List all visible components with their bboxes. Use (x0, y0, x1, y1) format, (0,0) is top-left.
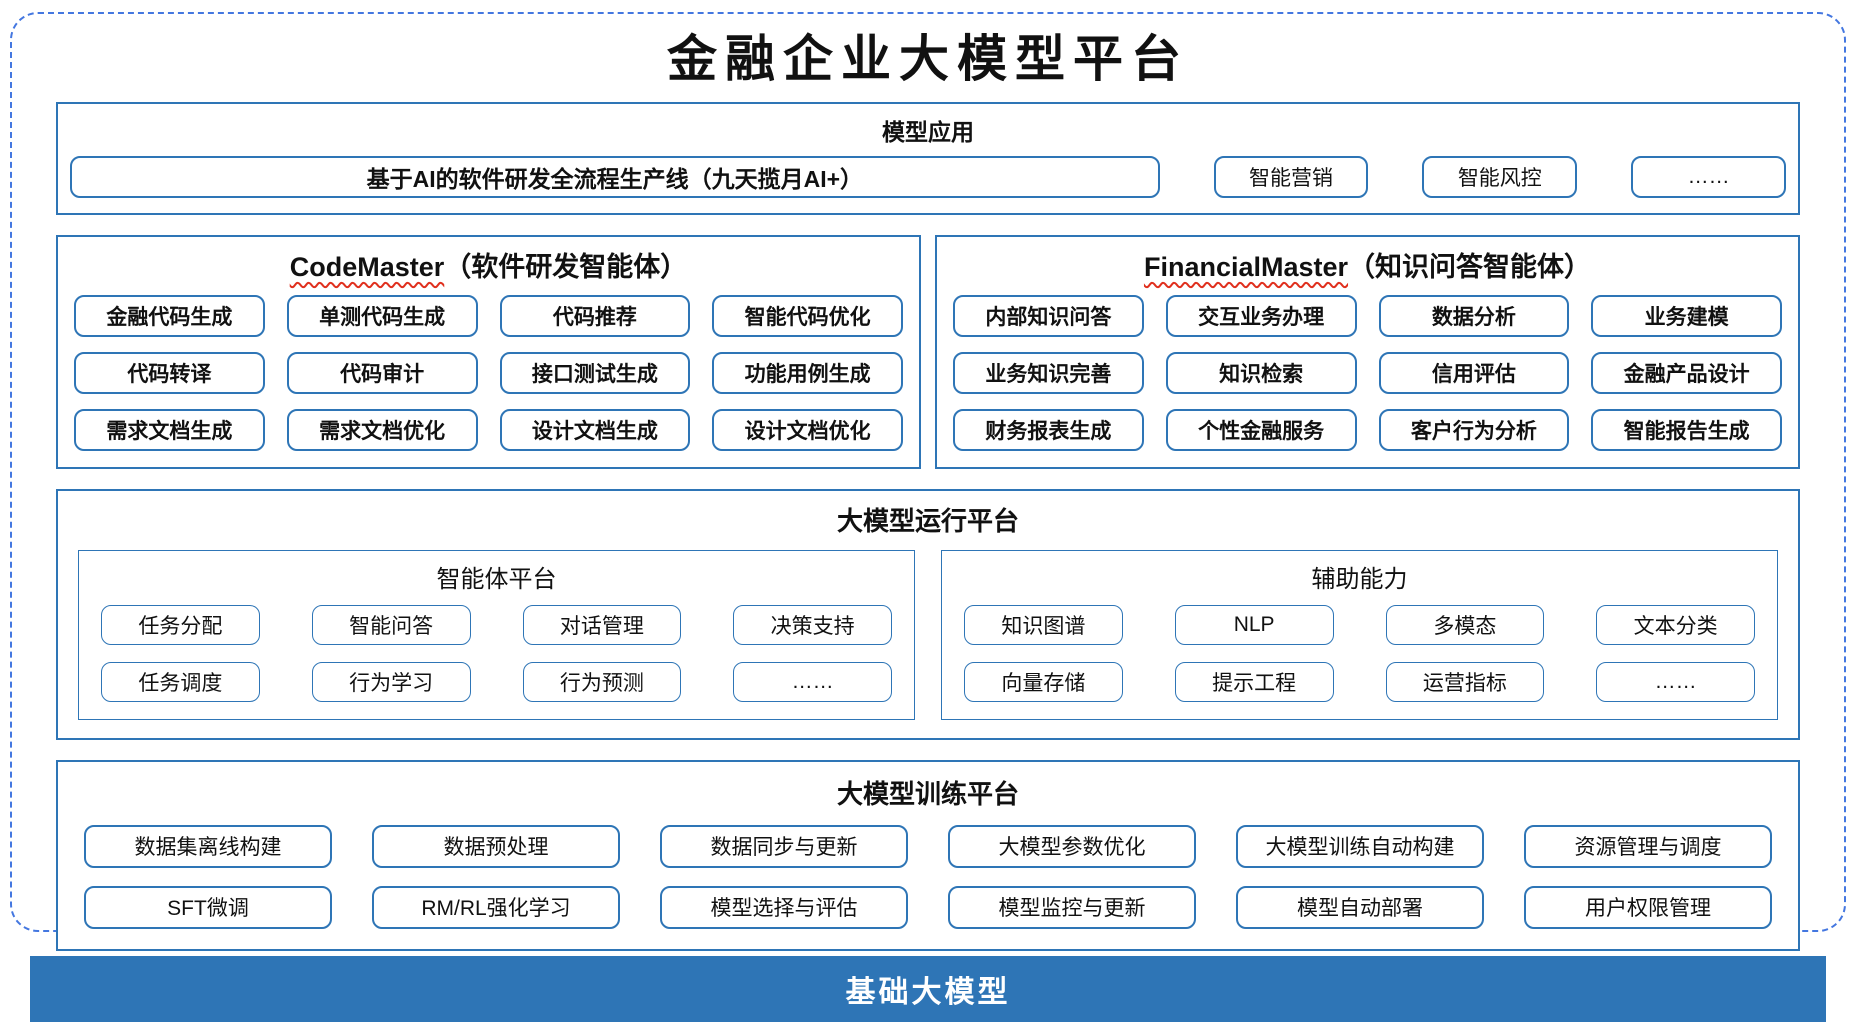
training-platform-item: 数据集离线构建 (84, 824, 332, 868)
agent-platform-item: …… (733, 661, 892, 702)
financialmaster-item: 知识检索 (1165, 351, 1357, 394)
foundation-model-bar: 基础大模型 (30, 956, 1826, 1022)
financialmaster-item: 财务报表生成 (953, 408, 1144, 451)
codemaster-item: 代码推荐 (499, 294, 691, 337)
aux-capability-item: 多模态 (1385, 604, 1545, 645)
financialmaster-item: 交互业务办理 (1165, 294, 1357, 337)
financialmaster-item: 业务知识完善 (953, 351, 1144, 394)
financialmaster-title-en: FinancialMaster (1143, 251, 1349, 282)
financialmaster-item: 智能报告生成 (1591, 408, 1782, 451)
codemaster-grid: 金融代码生成 单测代码生成 代码推荐 智能代码优化 代码转译 代码审计 接口测试… (74, 294, 903, 451)
codemaster-title-en: CodeMaster (289, 251, 445, 282)
aux-capability-item: 提示工程 (1174, 661, 1334, 702)
codemaster-item: 代码转译 (74, 351, 265, 394)
foundation-model-label: 基础大模型 (845, 976, 1011, 1009)
training-platform-item: SFT微调 (84, 885, 332, 929)
codemaster-item: 设计文档优化 (712, 408, 903, 451)
section-model-app: 模型应用 基于AI的软件研发全流程生产线（九天揽月AI+） 智能营销 智能风控 … (56, 101, 1800, 215)
codemaster-item: 智能代码优化 (712, 294, 903, 337)
agent-platform-grid: 任务分配 智能问答 对话管理 决策支持 任务调度 行为学习 行为预测 …… (101, 604, 892, 702)
aux-capability-header: 辅助能力 (1311, 565, 1408, 593)
aux-capability-item: 向量存储 (964, 661, 1123, 702)
financialmaster-item: 业务建模 (1591, 294, 1782, 337)
agent-platform-item: 决策支持 (733, 604, 892, 645)
financialmaster-item: 内部知识问答 (953, 294, 1144, 337)
app-box-more: …… (1631, 155, 1786, 198)
agent-platform-item: 行为预测 (522, 661, 682, 702)
financialmaster-title: FinancialMaster（知识问答智能体） (953, 245, 1782, 284)
aux-capability-item: 文本分类 (1596, 604, 1755, 645)
aux-capability-item: 知识图谱 (964, 604, 1123, 645)
aux-capability-item: …… (1596, 661, 1755, 702)
agents-row: CodeMaster（软件研发智能体） 金融代码生成 单测代码生成 代码推荐 智… (56, 234, 1800, 469)
section-codemaster: CodeMaster（软件研发智能体） 金融代码生成 单测代码生成 代码推荐 智… (56, 234, 921, 469)
financialmaster-item: 信用评估 (1378, 351, 1570, 394)
section-financialmaster: FinancialMaster（知识问答智能体） 内部知识问答 交互业务办理 数… (935, 234, 1800, 469)
training-platform-item: 数据预处理 (372, 824, 620, 868)
training-platform-item: 大模型参数优化 (948, 824, 1196, 868)
codemaster-item: 需求文档生成 (74, 408, 265, 451)
agent-platform-header: 智能体平台 (436, 565, 557, 593)
app-box-risk-control: 智能风控 (1422, 155, 1578, 198)
diagram-title: 金融企业大模型平台 (667, 29, 1189, 88)
codemaster-title: CodeMaster（软件研发智能体） (74, 245, 903, 284)
aux-capability-grid: 知识图谱 NLP 多模态 文本分类 向量存储 提示工程 运营指标 …… (964, 604, 1755, 702)
runtime-row: 智能体平台 任务分配 智能问答 对话管理 决策支持 任务调度 行为学习 行为预测… (78, 549, 1778, 720)
codemaster-item: 需求文档优化 (286, 408, 478, 451)
agent-platform-item: 对话管理 (522, 604, 682, 645)
section-training-platform: 大模型训练平台 数据集离线构建 数据预处理 数据同步与更新 大模型参数优化 大模… (56, 759, 1800, 951)
financialmaster-item: 客户行为分析 (1378, 408, 1570, 451)
app-box-ai-pipeline: 基于AI的软件研发全流程生产线（九天揽月AI+） (70, 155, 1160, 198)
codemaster-item: 金融代码生成 (74, 294, 265, 337)
codemaster-item: 设计文档生成 (499, 408, 691, 451)
runtime-platform-header: 大模型运行平台 (836, 505, 1019, 536)
codemaster-item: 单测代码生成 (286, 294, 478, 337)
training-platform-item: 大模型训练自动构建 (1236, 824, 1484, 868)
subsection-aux-capability: 辅助能力 知识图谱 NLP 多模态 文本分类 向量存储 提示工程 运营指标 …… (941, 549, 1778, 720)
training-platform-item: 用户权限管理 (1524, 885, 1772, 929)
codemaster-item: 功能用例生成 (712, 351, 903, 394)
codemaster-item: 接口测试生成 (499, 351, 691, 394)
agent-platform-item: 任务分配 (101, 604, 260, 645)
codemaster-item: 代码审计 (286, 351, 478, 394)
agent-platform-item: 智能问答 (311, 604, 471, 645)
model-app-header: 模型应用 (882, 118, 974, 145)
subsection-agent-platform: 智能体平台 任务分配 智能问答 对话管理 决策支持 任务调度 行为学习 行为预测… (78, 549, 915, 720)
section-runtime-platform: 大模型运行平台 智能体平台 任务分配 智能问答 对话管理 决策支持 任务调度 行… (56, 488, 1800, 740)
training-platform-item: 模型自动部署 (1236, 885, 1484, 929)
financialmaster-title-zh: （知识问答智能体） (1348, 251, 1592, 282)
financialmaster-grid: 内部知识问答 交互业务办理 数据分析 业务建模 业务知识完善 知识检索 信用评估… (953, 294, 1782, 451)
financialmaster-item: 数据分析 (1378, 294, 1570, 337)
training-platform-item: 资源管理与调度 (1524, 824, 1772, 868)
training-platform-item: RM/RL强化学习 (372, 885, 620, 929)
agent-platform-item: 行为学习 (311, 661, 471, 702)
aux-capability-item: NLP (1174, 604, 1334, 645)
training-platform-item: 模型监控与更新 (948, 885, 1196, 929)
training-platform-item: 模型选择与评估 (660, 885, 908, 929)
financialmaster-item: 个性金融服务 (1165, 408, 1357, 451)
codemaster-title-zh: （软件研发智能体） (444, 251, 688, 282)
model-app-row: 基于AI的软件研发全流程生产线（九天揽月AI+） 智能营销 智能风控 …… (70, 155, 1786, 198)
aux-capability-item: 运营指标 (1385, 661, 1545, 702)
training-platform-item: 数据同步与更新 (660, 824, 908, 868)
agent-platform-item: 任务调度 (101, 661, 260, 702)
financialmaster-item: 金融产品设计 (1591, 351, 1782, 394)
training-platform-header: 大模型训练平台 (836, 778, 1019, 809)
app-box-marketing: 智能营销 (1213, 155, 1369, 198)
training-platform-grid: 数据集离线构建 数据预处理 数据同步与更新 大模型参数优化 大模型训练自动构建 … (84, 824, 1772, 929)
platform-outer-frame: 金融企业大模型平台 模型应用 基于AI的软件研发全流程生产线（九天揽月AI+） … (10, 12, 1846, 951)
